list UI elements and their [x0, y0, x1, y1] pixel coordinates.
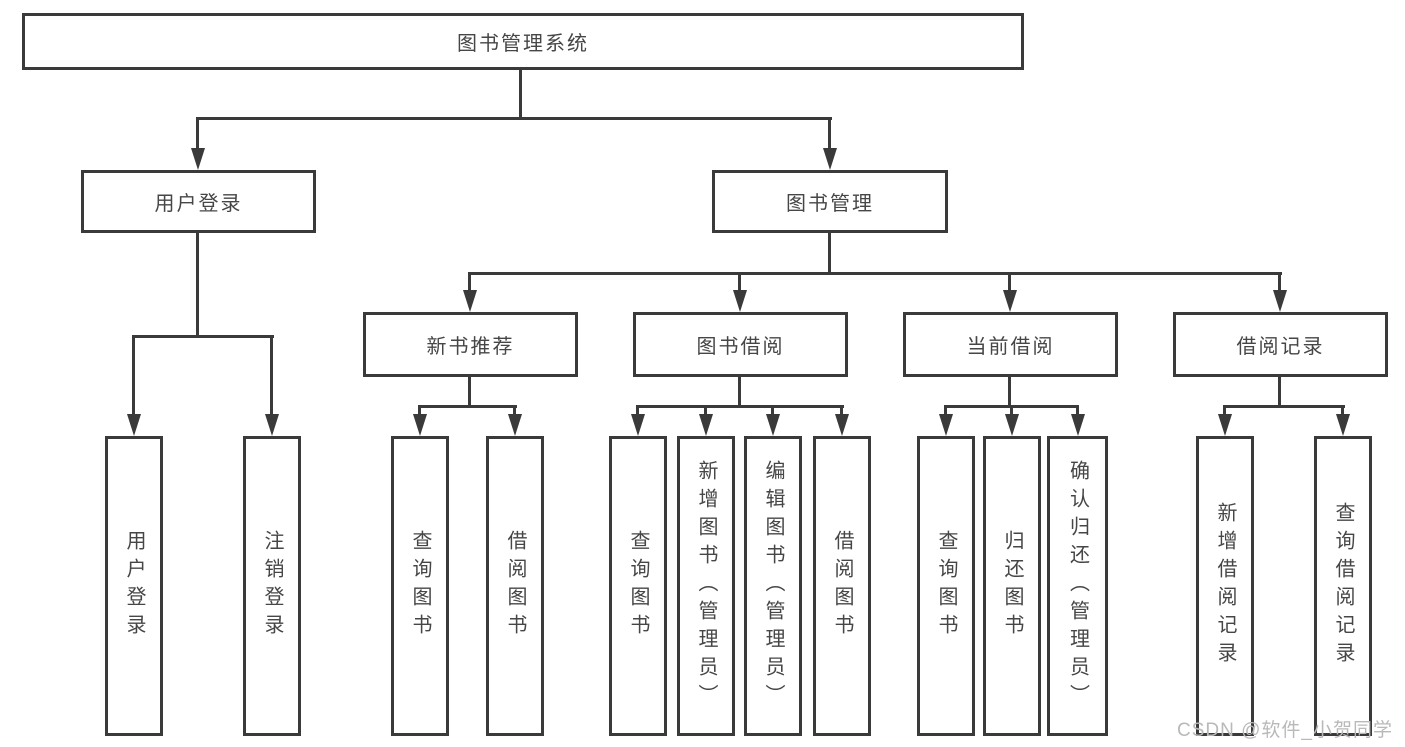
node-label: 借阅记录 — [1236, 336, 1325, 358]
connector-vline — [1010, 405, 1013, 414]
connector-hline — [1223, 405, 1345, 408]
leaf-label: 用户登录 — [123, 530, 145, 642]
arrow-down-icon — [631, 414, 645, 436]
connector-vline — [738, 272, 741, 290]
connector-hline — [132, 335, 274, 338]
connector-vline — [519, 70, 522, 120]
node-root-library-system: 图书管理系统 — [22, 13, 1024, 70]
arrow-down-icon — [1071, 414, 1085, 436]
leaf-query-books-current: 查询图书 — [917, 436, 975, 736]
csdn-watermark: CSDN @软件_小贺同学 — [1177, 720, 1393, 741]
leaf-label: 借阅图书 — [504, 530, 526, 642]
connector-hline — [418, 405, 517, 408]
arrow-down-icon — [1003, 290, 1017, 312]
leaf-add-book-admin: 新增图书（管理员） — [677, 436, 735, 736]
leaf-add-borrow-record: 新增借阅记录 — [1196, 436, 1254, 736]
leaf-query-borrow-record: 查询借阅记录 — [1314, 436, 1372, 736]
arrow-down-icon — [835, 414, 849, 436]
node-label: 用户登录 — [154, 193, 243, 215]
arrow-down-icon — [463, 290, 477, 312]
connector-vline — [828, 117, 831, 148]
node-label: 新书推荐 — [426, 336, 515, 358]
connector-vline — [828, 233, 831, 275]
arrow-down-icon — [766, 414, 780, 436]
connector-vline — [196, 233, 199, 338]
leaf-label: 查询图书 — [409, 530, 431, 642]
leaf-borrow-books-recommend: 借阅图书 — [486, 436, 544, 736]
connector-vline — [704, 405, 707, 414]
connector-vline — [513, 405, 516, 414]
arrow-down-icon — [1005, 414, 1019, 436]
leaf-label: 确认归还（管理员） — [1066, 460, 1089, 712]
leaf-confirm-return-admin: 确认归还（管理员） — [1047, 436, 1108, 736]
arrow-down-icon — [127, 414, 141, 436]
leaf-label: 查询图书 — [627, 530, 649, 642]
connector-vline — [840, 405, 843, 414]
arrow-down-icon — [508, 414, 522, 436]
arrow-down-icon — [1218, 414, 1232, 436]
connector-vline — [1341, 405, 1344, 414]
connector-vline — [196, 117, 199, 148]
connector-vline — [944, 405, 947, 414]
leaf-label: 查询图书 — [935, 530, 957, 642]
arrow-down-icon — [1273, 290, 1287, 312]
connector-vline — [636, 405, 639, 414]
connector-hline — [196, 117, 832, 120]
connector-vline — [1008, 272, 1011, 290]
leaf-borrow-books-borrow: 借阅图书 — [813, 436, 871, 736]
node-user-login: 用户登录 — [81, 170, 316, 233]
node-label: 图书管理系统 — [457, 33, 589, 55]
node-current-borrowing: 当前借阅 — [903, 312, 1118, 377]
connector-vline — [1223, 405, 1226, 414]
arrow-down-icon — [265, 414, 279, 436]
connector-vline — [270, 335, 273, 414]
node-label: 图书借阅 — [696, 336, 785, 358]
arrow-down-icon — [823, 148, 837, 170]
arrow-down-icon — [413, 414, 427, 436]
node-book-borrowing: 图书借阅 — [633, 312, 848, 377]
connector-vline — [132, 335, 135, 414]
leaf-label: 借阅图书 — [831, 530, 853, 642]
leaf-query-books-recommend: 查询图书 — [391, 436, 449, 736]
leaf-label: 新增图书（管理员） — [695, 460, 717, 712]
arrow-down-icon — [733, 290, 747, 312]
leaf-logout: 注销登录 — [243, 436, 301, 736]
node-label: 图书管理 — [786, 193, 874, 215]
connector-vline — [1278, 272, 1281, 290]
arrow-down-icon — [1336, 414, 1350, 436]
connector-hline — [636, 405, 844, 408]
arrow-down-icon — [939, 414, 953, 436]
connector-vline — [738, 377, 741, 408]
node-book-management: 图书管理 — [712, 170, 948, 233]
node-label: 当前借阅 — [966, 336, 1055, 358]
leaf-edit-book-admin: 编辑图书（管理员） — [744, 436, 802, 736]
leaf-label: 查询借阅记录 — [1332, 502, 1354, 670]
connector-vline — [1008, 377, 1011, 408]
connector-vline — [1278, 377, 1281, 408]
connector-hline — [468, 272, 1282, 275]
connector-vline — [468, 272, 471, 290]
leaf-user-login: 用户登录 — [105, 436, 163, 736]
arrow-down-icon — [191, 148, 205, 170]
connector-vline — [1076, 405, 1079, 414]
node-borrowing-records: 借阅记录 — [1173, 312, 1388, 377]
leaf-label: 归还图书 — [1001, 530, 1023, 642]
arrow-down-icon — [699, 414, 713, 436]
leaf-label: 注销登录 — [261, 530, 283, 642]
leaf-label: 编辑图书（管理员） — [762, 460, 784, 712]
connector-vline — [771, 405, 774, 414]
leaf-return-book: 归还图书 — [983, 436, 1041, 736]
connector-vline — [418, 405, 421, 414]
leaf-label: 新增借阅记录 — [1214, 502, 1236, 670]
node-new-book-recommend: 新书推荐 — [363, 312, 578, 377]
leaf-query-books-borrow: 查询图书 — [609, 436, 667, 736]
connector-vline — [468, 377, 471, 408]
